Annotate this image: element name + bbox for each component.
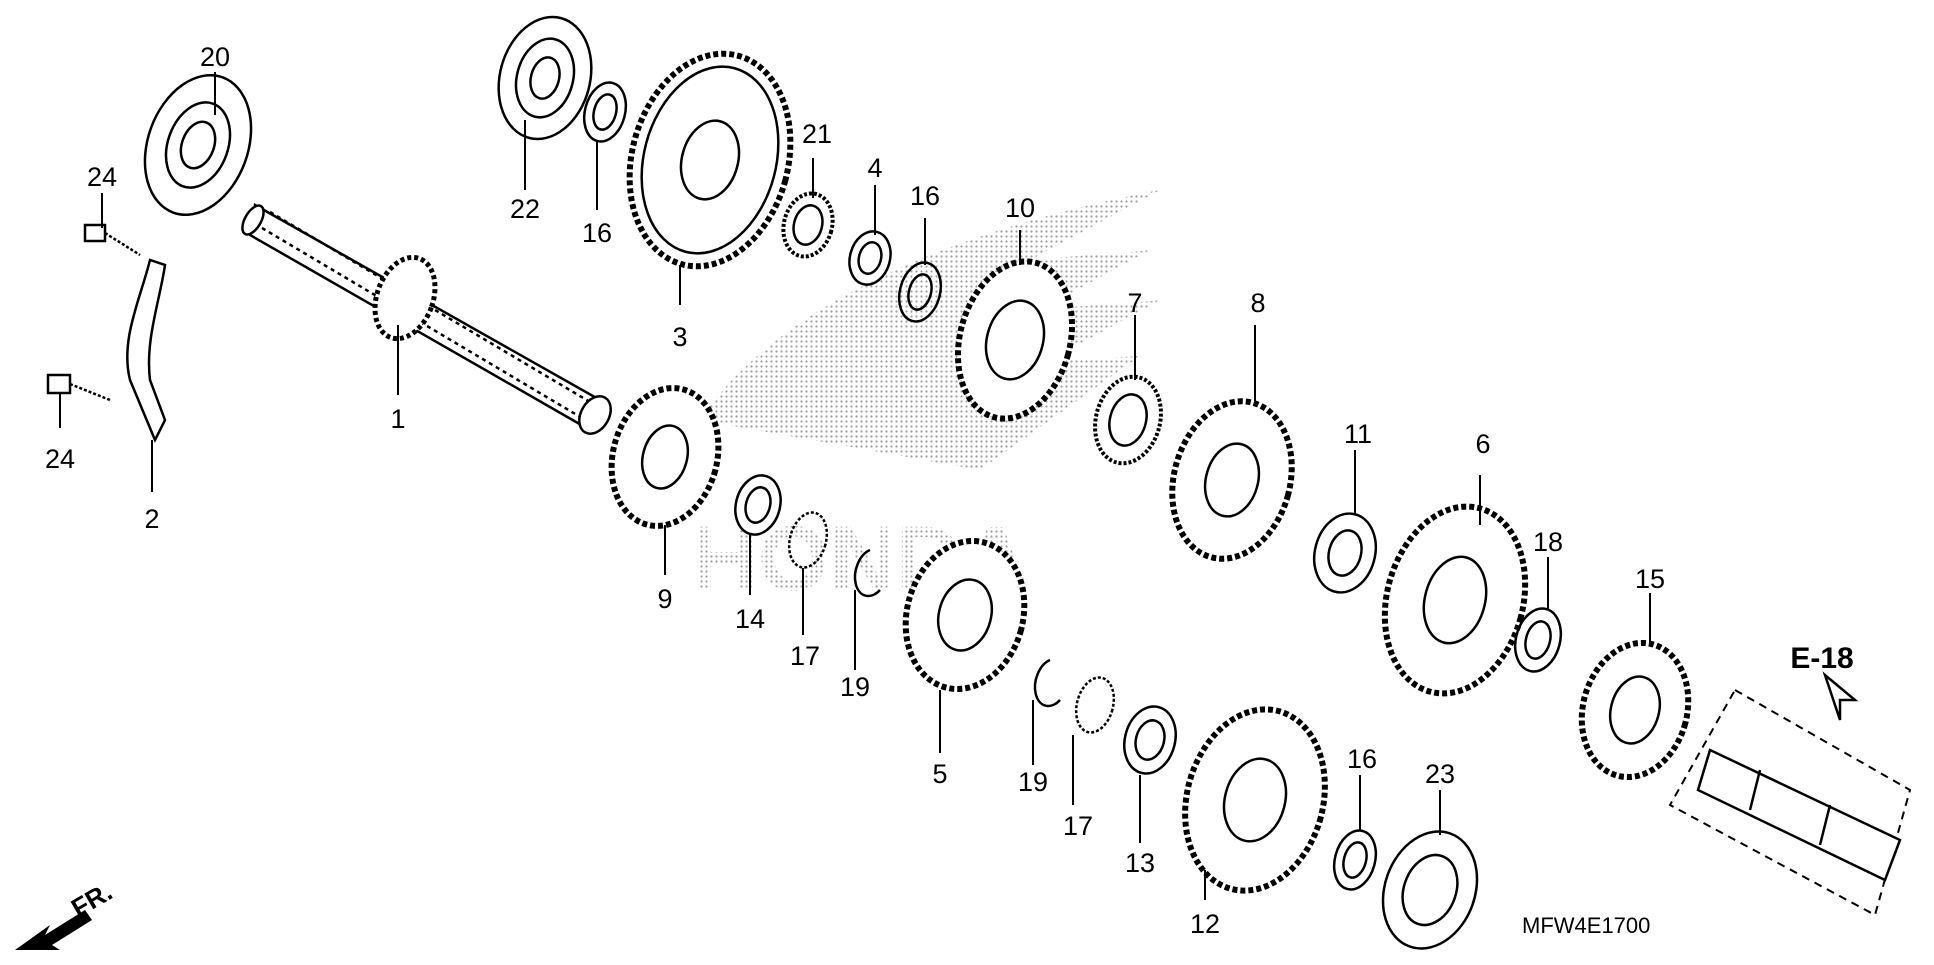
callout-label: 7 <box>1127 288 1142 318</box>
front-arrow-icon <box>15 910 92 950</box>
collar-4 <box>848 230 892 286</box>
callout-label: 17 <box>790 641 820 671</box>
callout-label: 15 <box>1635 564 1665 594</box>
gear-15 <box>1578 639 1692 781</box>
callout-label: 19 <box>1018 767 1048 797</box>
callout-label: 8 <box>1250 288 1265 318</box>
circlip-19-lower <box>1033 658 1061 708</box>
callout-label: 5 <box>932 759 947 789</box>
washer-16-mid <box>897 261 943 323</box>
gear-10 <box>954 258 1076 422</box>
arrow-up-icon <box>1822 671 1859 721</box>
bushing-13 <box>1123 705 1177 775</box>
bracket-2 <box>126 258 167 444</box>
needle-bearing-7 <box>1093 374 1163 466</box>
gear-3 <box>626 50 794 270</box>
needle-bearing-21 <box>781 191 835 259</box>
bearing-22 <box>497 15 593 141</box>
front-mark: FR. <box>66 876 117 923</box>
callout-label: 1 <box>390 404 405 434</box>
washer-16-bottom <box>1332 829 1378 891</box>
bolt-24-upper <box>83 223 141 257</box>
section-reference: E-18 <box>1790 642 1853 675</box>
callout-label: 4 <box>867 153 882 183</box>
washer-18 <box>1513 607 1563 673</box>
callout-label: 22 <box>510 194 540 224</box>
spline-washer-17-upper <box>787 511 829 569</box>
callout-label: 6 <box>1475 429 1490 459</box>
callout-label: 16 <box>910 181 940 211</box>
callout-label: 12 <box>1190 909 1220 939</box>
main-shaft-1 <box>241 203 612 435</box>
callout-label: 24 <box>87 162 117 192</box>
collar-11 <box>1312 512 1378 594</box>
callout-label: 14 <box>735 604 765 634</box>
bearing-23 <box>1381 830 1479 950</box>
callout-label: 24 <box>45 444 75 474</box>
callout-label: 18 <box>1533 527 1563 557</box>
bolt-24-lower <box>46 373 111 402</box>
callout-label: 10 <box>1005 193 1035 223</box>
circlip-19-upper <box>853 548 881 598</box>
callout-label: 16 <box>1347 744 1377 774</box>
callout-label: 17 <box>1063 811 1093 841</box>
callout-label: 2 <box>144 504 159 534</box>
callout-label: 9 <box>657 584 672 614</box>
callout-label: 11 <box>1344 419 1372 449</box>
callout-label: 3 <box>672 322 687 352</box>
parts <box>15 15 1912 950</box>
gear-6 <box>1381 503 1529 697</box>
callout-label: 23 <box>1425 759 1455 789</box>
gear-8 <box>1169 398 1295 562</box>
callout-labels: 20 24 24 2 1 22 16 3 21 4 16 10 7 8 11 6… <box>45 42 1665 939</box>
gear-9 <box>608 385 722 529</box>
part-code: MFW4E1700 <box>1522 913 1650 938</box>
spline-washer-17-lower <box>1074 676 1116 734</box>
bearing-20 <box>143 73 253 217</box>
callout-label: 13 <box>1125 848 1155 878</box>
callout-label: 20 <box>200 42 230 72</box>
leader-lines <box>59 72 1651 900</box>
callout-label: 21 <box>802 119 832 149</box>
collar-14 <box>734 474 782 536</box>
gear-5 <box>902 538 1028 692</box>
gear-12 <box>1182 706 1328 894</box>
callout-label: 16 <box>582 218 612 248</box>
callout-label: 19 <box>840 672 870 702</box>
reference-shaft-box <box>1668 688 1912 917</box>
